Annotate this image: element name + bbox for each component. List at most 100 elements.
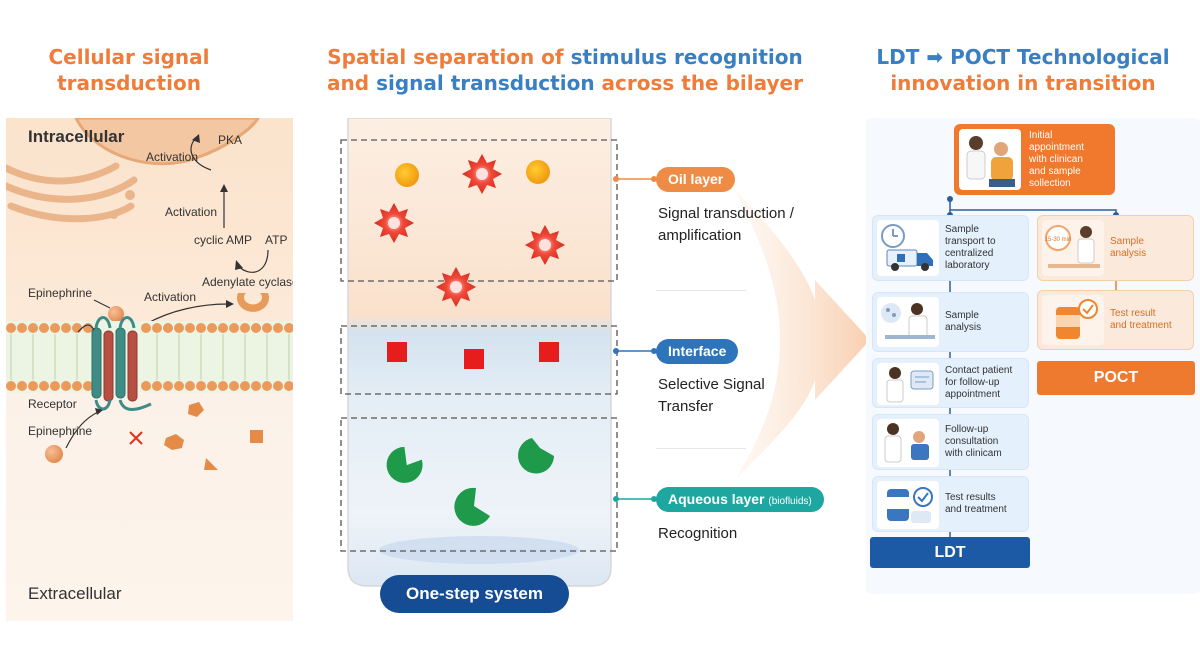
ldt-step-analysis[interactable]: Sample analysis <box>872 292 1029 352</box>
mid-title-part4: signal transduction <box>376 71 595 95</box>
doctor-phone-thumbnail <box>877 363 939 405</box>
receptor-label: Receptor <box>28 397 77 411</box>
divider <box>656 448 746 449</box>
epinephrine-bottom-label: Epinephrine <box>28 424 92 438</box>
clinician-consult-thumbnail <box>959 129 1021 190</box>
cyclic-amp-label: cyclic AMP <box>194 233 252 247</box>
ldt-step-transport[interactable]: Sample transport to centralized laborato… <box>872 215 1029 281</box>
signal-molecule <box>395 163 419 187</box>
ldt-step-contact[interactable]: Contact patient for follow-up appointmen… <box>872 358 1029 408</box>
divider <box>656 290 746 291</box>
poct-analysis-thumbnail: 15-30 min <box>1042 220 1104 276</box>
activation-top-label: Activation <box>146 150 198 164</box>
ligand-square <box>250 430 263 443</box>
ldt-analysis-line2: analysis <box>945 322 982 333</box>
aqueous-layer-badge: Aqueous layer (biofluids) <box>656 487 824 512</box>
ldt-transport-line3: centralized <box>945 248 994 259</box>
right-title-line2: innovation in transition <box>890 71 1156 95</box>
ldt-followup-line2: consultation <box>945 436 999 447</box>
left-title-line2: transduction <box>57 71 201 95</box>
adenylate-cyclase-label: Adenylate cyclase <box>202 275 293 289</box>
one-step-system-button[interactable]: One-step system <box>380 575 569 613</box>
ldt-analysis-line1: Sample <box>945 310 979 321</box>
ambulance-thumbnail <box>877 220 939 276</box>
mid-title-part3: and <box>327 71 377 95</box>
oil-zone-box <box>340 139 618 282</box>
poct-timer-text: 15-30 min <box>1045 237 1072 243</box>
oil-layer-description: Signal transduction / amplification <box>658 203 794 247</box>
mid-title-part2: stimulus recognition <box>570 45 803 69</box>
epinephrine-bound-icon <box>108 306 124 322</box>
initial-line1: Initial <box>1029 129 1053 141</box>
ldt-step-results[interactable]: Test results and treatment <box>872 476 1029 532</box>
recognition-receptor <box>386 446 423 483</box>
amplifier-star <box>436 267 476 307</box>
receptor-protein <box>77 316 152 411</box>
ldt-step-followup-label: Follow-up consultation with clinicam <box>945 415 1002 469</box>
medication-check-thumbnail <box>877 481 939 529</box>
recognition-receptor <box>454 487 490 526</box>
left-panel-title: Cellular signal transduction <box>14 44 244 96</box>
interface-transfer-square <box>539 342 559 362</box>
poct-step-results-label: Test result and treatment <box>1110 291 1172 349</box>
pka-label: PKA <box>218 133 242 147</box>
blocked-x-icon <box>129 431 143 445</box>
ldt-transport-line4: laboratory <box>945 260 990 271</box>
ldt-followup-line1: Follow-up <box>945 424 989 435</box>
amplifier-star <box>374 203 414 243</box>
right-panel-title: LDT ➡ POCT Technological innovation in t… <box>853 44 1193 96</box>
ldt-followup-line3: with clinicam <box>945 448 1002 459</box>
ldt-step-contact-label: Contact patient for follow-up appointmen… <box>945 359 1012 407</box>
poct-results-line2: and treatment <box>1110 320 1172 331</box>
poct-medication-thumbnail <box>1042 295 1104 345</box>
interface-transfer-square <box>387 342 407 362</box>
initial-line4: and sample <box>1029 165 1081 177</box>
ldt-results-line1: Test results <box>945 492 996 503</box>
amplifier-star <box>462 154 502 194</box>
ldt-transport-line1: Sample <box>945 224 979 235</box>
activation-low-label: Activation <box>144 290 196 304</box>
ldt-step-followup[interactable]: Follow-up consultation with clinicam <box>872 414 1029 470</box>
recognition-receptor <box>518 438 554 474</box>
oil-desc-line2: amplification <box>658 227 742 244</box>
ldt-step-analysis-label: Sample analysis <box>945 293 981 351</box>
poct-label-bar: POCT <box>1037 361 1195 395</box>
interface-zone-box <box>340 325 618 395</box>
intracellular-label: Intracellular <box>28 127 125 146</box>
layer-connectors <box>613 176 657 502</box>
poct-step-analysis[interactable]: 15-30 min Sample analysis <box>1037 215 1194 281</box>
ligand-triangle <box>204 458 218 470</box>
oil-desc-line1: Signal transduction / <box>658 205 794 222</box>
poct-analysis-line1: Sample <box>1110 236 1144 247</box>
ldt-contact-line2: for follow-up <box>945 377 1000 388</box>
interface-transfer-square <box>464 349 484 369</box>
ligand-hexagon <box>164 434 184 450</box>
poct-step-analysis-label: Sample analysis <box>1110 216 1146 280</box>
bilayer-cuvette <box>340 118 618 587</box>
interface-badge: Interface <box>656 339 739 364</box>
ldt-contact-line3: appointment <box>945 389 1001 400</box>
cell-signaling-illustration: Intracellular PKA Activation Activation … <box>6 118 293 621</box>
initial-appointment-card[interactable]: Initial appointment with clinican and sa… <box>954 124 1115 195</box>
membrane-top-heads <box>6 323 293 391</box>
poct-step-results[interactable]: Test result and treatment <box>1037 290 1194 350</box>
lab-microscope-thumbnail <box>877 297 939 347</box>
mid-title-part5: across the bilayer <box>594 71 803 95</box>
ldt-transport-line2: transport to <box>945 236 996 247</box>
aqueous-sub-label: (biofluids) <box>768 496 812 507</box>
amplifier-star <box>525 225 565 265</box>
middle-panel-title: Spatial separation of stimulus recogniti… <box>315 44 815 96</box>
initial-line5: sollection <box>1029 177 1071 189</box>
right-title-poct: POCT Technological <box>943 45 1170 69</box>
activation-mid-label: Activation <box>165 205 217 219</box>
initial-line2: appointment <box>1029 141 1085 153</box>
epinephrine-top-label: Epinephrine <box>28 286 92 300</box>
poct-analysis-line2: analysis <box>1110 248 1147 259</box>
ldt-contact-line1: Contact patient <box>945 365 1013 376</box>
transition-arrow <box>735 190 870 480</box>
ldt-results-line2: and treatment <box>945 504 1007 515</box>
ldt-label-bar: LDT <box>870 537 1030 568</box>
right-title-ldt: LDT <box>876 45 920 69</box>
left-title-line1: Cellular signal <box>48 45 210 69</box>
atp-label: ATP <box>265 233 287 247</box>
